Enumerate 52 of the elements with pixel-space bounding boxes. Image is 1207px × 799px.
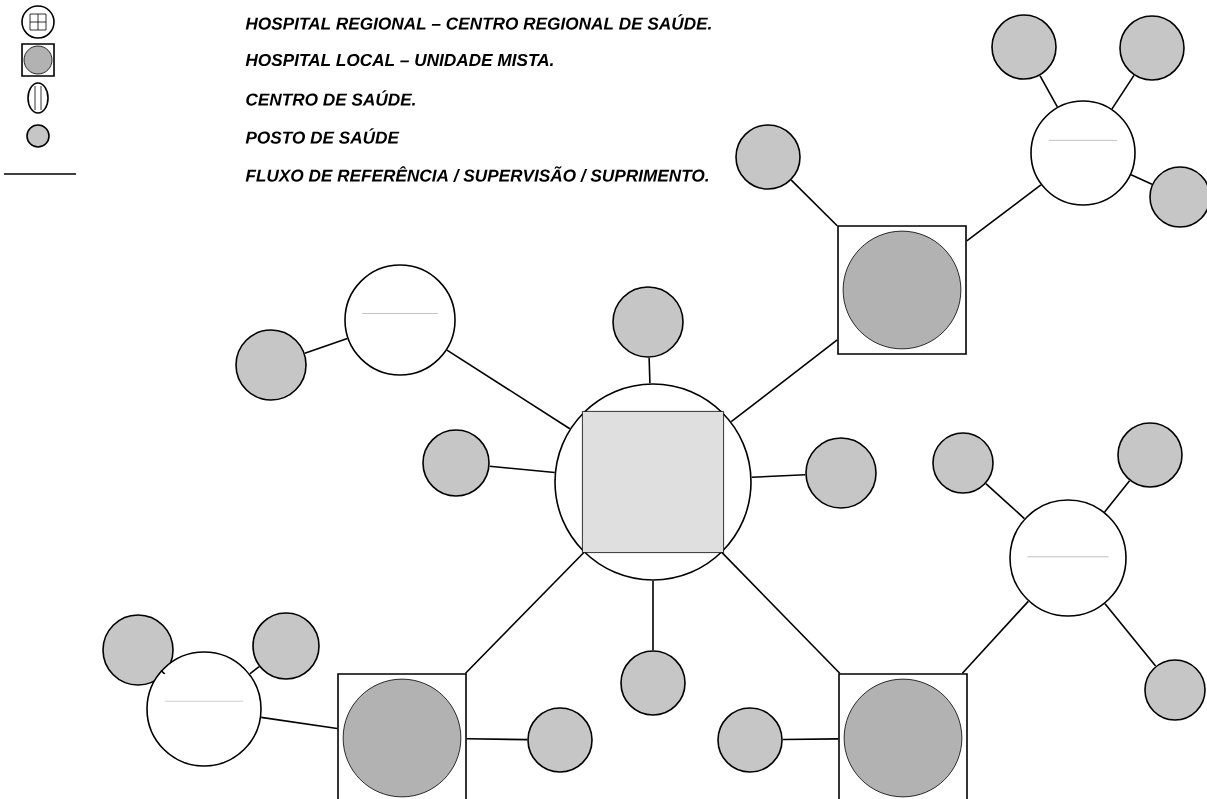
health-center-circle [1030,100,1136,206]
connector-line [1039,74,1059,108]
health-post-circle [527,707,593,773]
connector-line [790,179,838,227]
local-hospital-symbol [837,225,967,355]
health-post-circle [1144,659,1206,721]
connector-line [966,184,1042,242]
connector-line [464,551,585,674]
local-hospital-symbol [337,673,467,799]
health-center-circle [344,264,456,376]
legend-text: HOSPITAL LOCAL – UNIDADE MISTA. [245,53,553,67]
health-post-circle [235,329,307,401]
connector-line [446,349,571,430]
connector-line [260,716,338,730]
health-post-circle [717,707,783,773]
connector-line [1103,479,1131,513]
legend-text: HOSPITAL REGIONAL – CENTRO REGIONAL DE SAÚDE. [245,14,711,30]
regional-hospital-symbol [554,383,752,581]
health-post-circle [620,650,686,716]
health-post-circle [805,437,877,509]
health-post-circle [102,614,174,686]
legend-text: FLUXO DE REFERÊNCIA / SUPERVISÃO / SUPRIMENTO. [245,166,709,182]
connector-line [782,738,839,741]
connector-line [721,551,841,674]
health-post-circle [932,432,994,494]
legend-text: POSTO DE SAÚDE [245,128,400,144]
connector-line [1111,74,1135,110]
connector-line [985,482,1026,520]
health-center-circle [146,651,262,767]
connector-line [488,465,556,474]
health-post-circle [612,286,684,358]
health-post-circle [1149,166,1207,228]
health-post-circle [422,429,490,497]
health-center-circle [1009,499,1127,617]
connector-line [750,473,807,479]
connector-line [249,665,260,675]
health-post-circle [252,612,320,680]
connector-line [730,339,838,423]
health-post-circle [735,124,801,190]
connector-line [304,337,349,354]
health-post-circle [991,14,1057,80]
health-post-circle [1119,15,1185,81]
connector-line [648,356,651,385]
connector-line [466,738,528,741]
connector-line [961,600,1030,674]
connector-line [1104,602,1157,667]
legend-text: CENTRO DE SAÚDE. [246,90,415,106]
connector-line [652,580,654,651]
connector-line [160,669,166,675]
health-post-circle [1117,422,1183,488]
connector-line [1130,174,1153,186]
local-hospital-symbol [838,673,968,799]
